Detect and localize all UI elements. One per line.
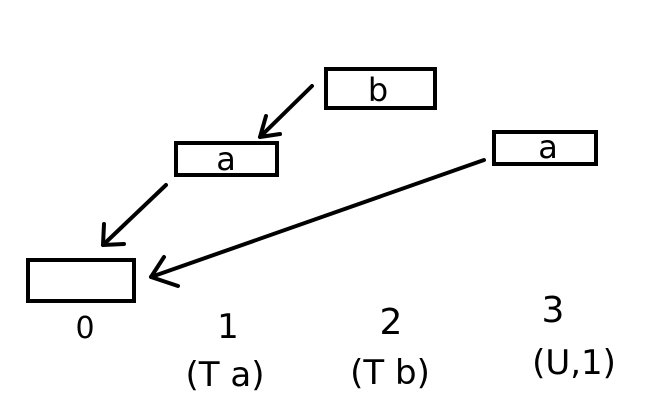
edge-3-to-0-shaft [149,158,486,279]
node-2-label: b [368,71,388,109]
node-1-label: a [216,140,236,178]
annotation-3: (U,1) [532,343,616,383]
node-2-box [324,67,437,110]
edge-b-to-a-head [258,114,282,139]
node-0 [26,258,136,303]
node-3: a [492,128,598,166]
index-2: 2 [380,302,403,343]
edge-3-to-0-head [149,255,180,288]
edge-b-to-a [258,84,314,139]
index-0: 0 [75,311,94,346]
edge-a-to-0 [101,183,168,247]
node-1-box [174,141,279,177]
node-0-box [26,258,136,303]
index-1: 1 [217,307,239,347]
index-3: 3 [542,290,565,331]
annotation-1: (T a) [186,355,265,395]
node-2: b [324,67,437,110]
edge-3-to-0 [149,158,486,288]
annotation-2: (T b) [350,353,430,393]
edge-b-to-a-shaft [258,84,314,139]
edge-a-to-0-head [101,222,126,247]
node-3-box [492,130,598,166]
edge-a-to-0-shaft [101,183,168,247]
node-1: a [174,140,279,178]
node-3-label: a [538,128,558,166]
